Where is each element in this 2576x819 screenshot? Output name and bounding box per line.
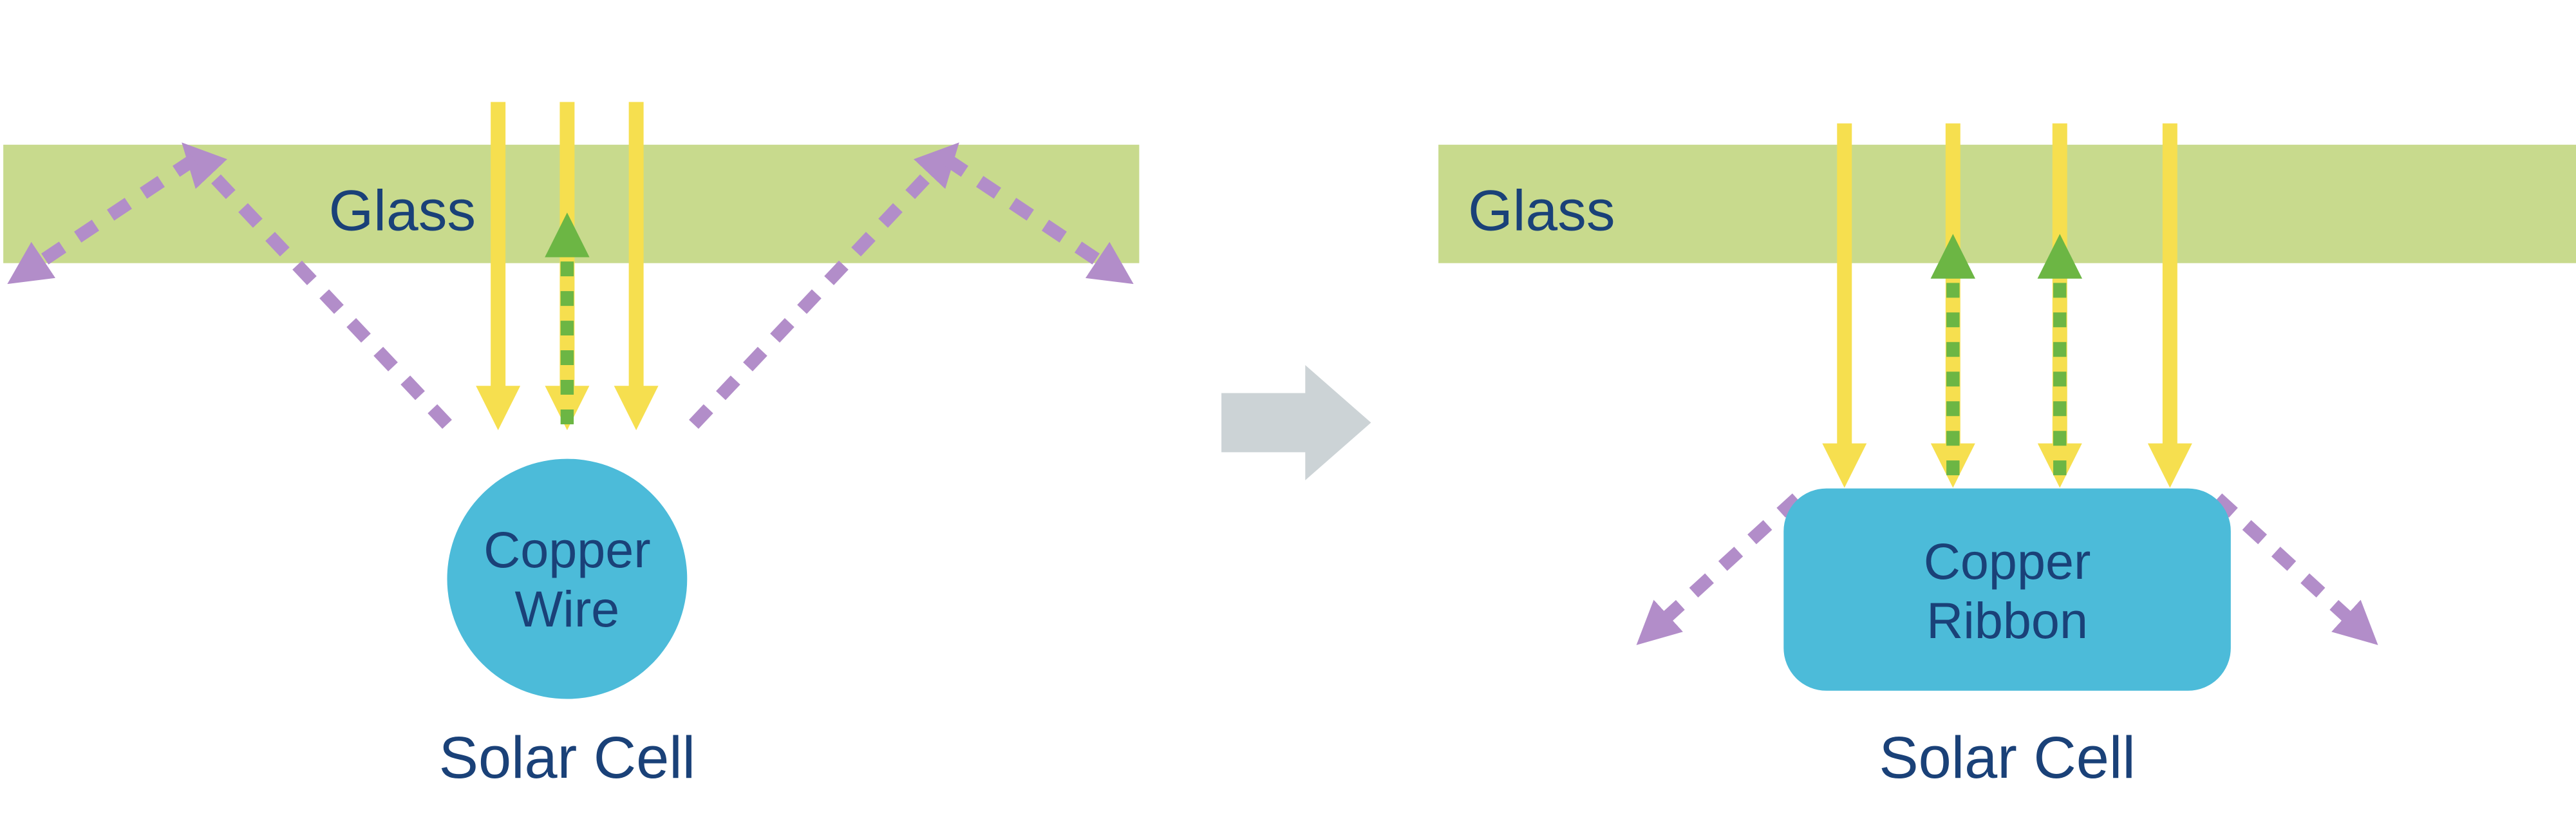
copper-wire-label-line2: Wire	[515, 580, 620, 637]
solar-cell-label: Solar Cell	[1879, 725, 2135, 791]
scattered-light-arrow	[689, 142, 959, 429]
left-panel: Glass Copper Wire Solar Cell	[3, 102, 1140, 791]
copper-ribbon-label-line1: Copper	[1924, 532, 2091, 590]
solar-cell-label: Solar Cell	[439, 725, 695, 791]
right-panel: Glass Copper Ribbon Solar Cell	[1438, 123, 2576, 791]
glass-label: Glass	[329, 178, 476, 243]
glass-band	[1438, 144, 2576, 263]
copper-ribbon-label-line2: Ribbon	[1926, 592, 2088, 649]
transition-arrow	[1221, 365, 1371, 480]
scattered-light-arrow	[2213, 493, 2378, 645]
scattered-light-arrow	[1636, 493, 1801, 645]
copper-wire-shape	[447, 458, 688, 699]
scattered-light-arrow	[182, 142, 452, 429]
scattered-light-arrow	[7, 154, 198, 285]
copper-ribbon-shape	[1783, 488, 2231, 691]
scattered-light-arrow	[943, 154, 1134, 285]
copper-wire-label-line1: Copper	[484, 521, 651, 578]
glass-label: Glass	[1468, 178, 1615, 243]
